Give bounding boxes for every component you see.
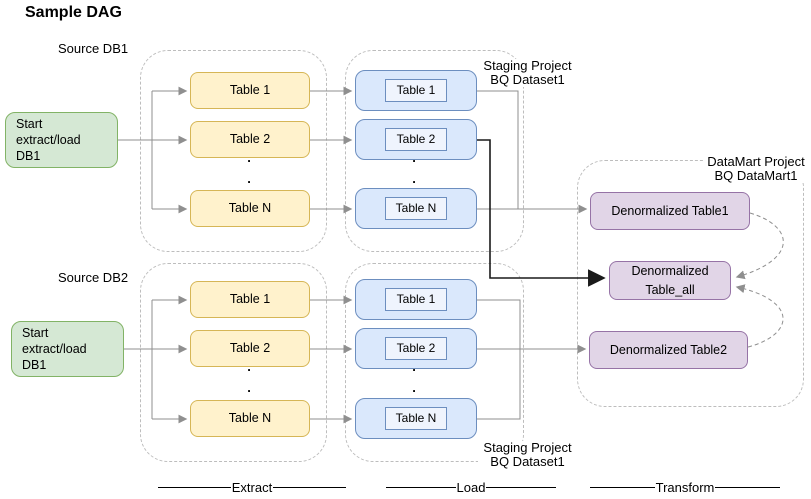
- stage-line: [158, 486, 231, 488]
- load-table-inner: Table 1: [385, 79, 447, 102]
- extract-table-box: Table 2: [190, 121, 310, 158]
- stage-label-load: Load: [386, 479, 557, 495]
- extract-table-box: Table N: [190, 400, 310, 437]
- datamart-project-label: DataMart Project BQ DataMart1: [703, 155, 809, 183]
- start-node-db1: Start extract/load DB1: [5, 112, 118, 168]
- extract-table-box: Table N: [190, 190, 310, 227]
- extract-group-db2: [140, 263, 327, 462]
- load-table-inner: Table 1: [385, 288, 447, 311]
- stage-line: [590, 486, 655, 488]
- stage-line: [273, 486, 346, 488]
- load-table-box: Table N: [355, 188, 477, 229]
- extract-table-box: Table 1: [190, 72, 310, 109]
- stage-label-transform: Transform: [590, 479, 780, 495]
- load-table-box: Table 1: [355, 70, 477, 111]
- ellipsis-dots: . .: [412, 150, 416, 186]
- load-table-inner: Table N: [385, 197, 447, 220]
- ellipsis-dots: . .: [247, 359, 251, 395]
- stage-line: [386, 486, 456, 488]
- stage-line: [486, 486, 557, 488]
- diagram-title: Sample DAG: [25, 4, 122, 21]
- source-db1-label: Source DB1: [58, 41, 129, 56]
- ellipsis-dots: . .: [247, 150, 251, 186]
- staging-project-label-top: Staging Project BQ Dataset1: [478, 59, 577, 87]
- load-table-box: Table N: [355, 398, 477, 439]
- load-group-db1: [345, 50, 524, 252]
- denormalized-table2-node: Denormalized Table2: [589, 331, 748, 369]
- extract-table-box: Table 1: [190, 281, 310, 318]
- stage-line: [715, 486, 780, 488]
- load-table-inner: Table 2: [385, 337, 447, 360]
- extract-table-box: Table 2: [190, 330, 310, 367]
- stage-label-extract: Extract: [158, 479, 346, 495]
- ellipsis-dots: . .: [412, 359, 416, 395]
- load-table-inner: Table N: [385, 407, 447, 430]
- load-table-box: Table 1: [355, 279, 477, 320]
- load-table-inner: Table 2: [385, 128, 447, 151]
- load-group-db2: [345, 263, 524, 462]
- source-db2-label: Source DB2: [58, 270, 129, 285]
- load-table-box: Table 2: [355, 119, 477, 160]
- denormalized-table-all-node: Denormalized Table_all: [609, 261, 731, 300]
- denormalized-table1-node: Denormalized Table1: [590, 192, 750, 230]
- datamart-group: [577, 160, 804, 407]
- extract-group-db1: [140, 50, 327, 252]
- staging-project-label-bottom: Staging Project BQ Dataset1: [478, 441, 577, 469]
- load-table-box: Table 2: [355, 328, 477, 369]
- start-node-db2: Start extract/load DB1: [11, 321, 124, 377]
